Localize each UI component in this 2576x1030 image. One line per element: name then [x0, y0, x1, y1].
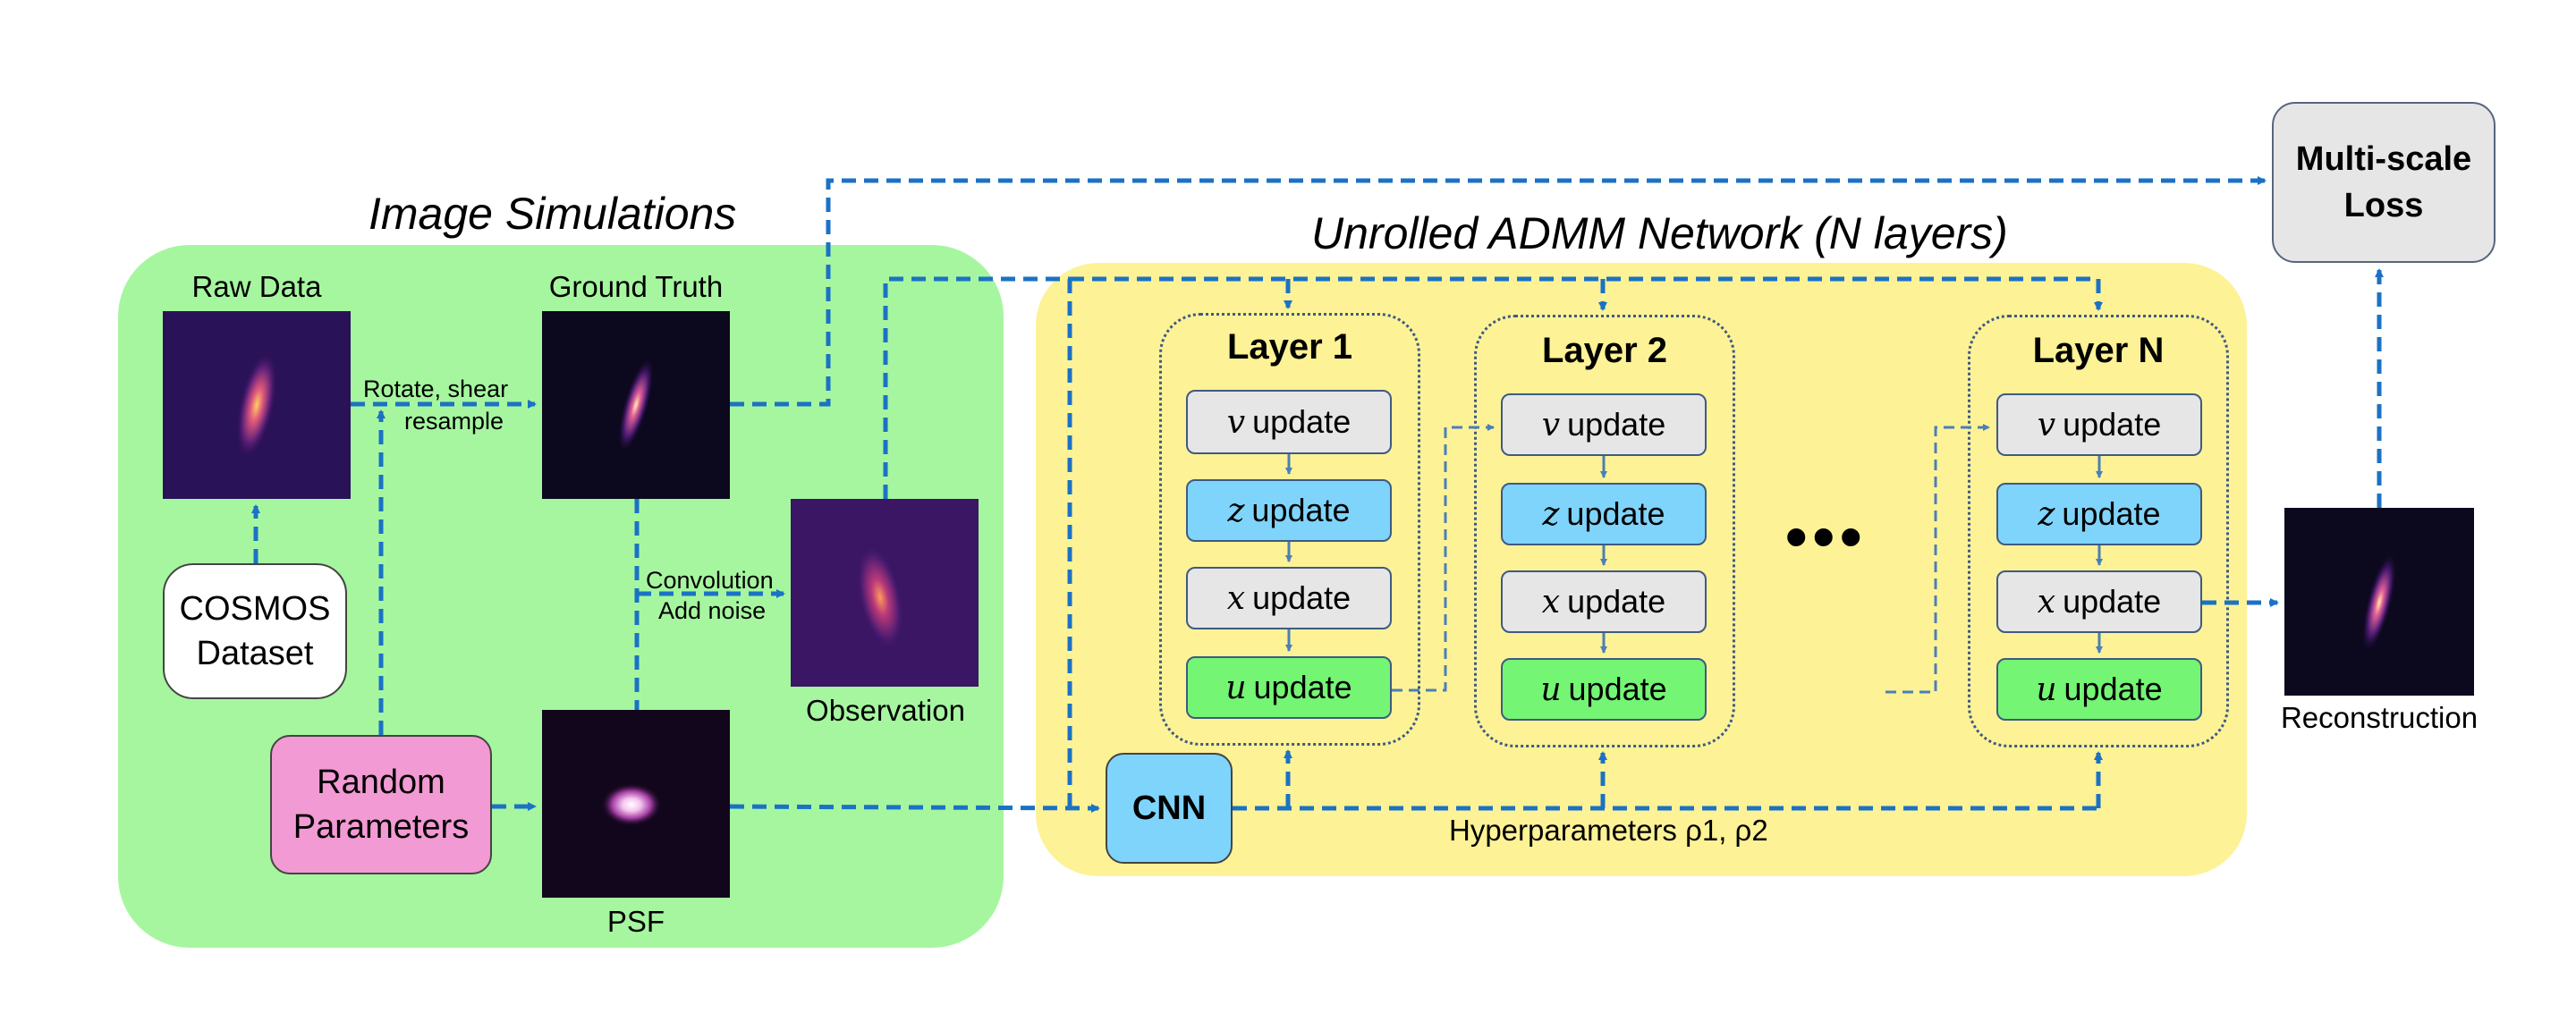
- arrow-psf-to-cnn: [729, 803, 1100, 813]
- layer-1-z-word: update: [1251, 492, 1351, 528]
- layers-ellipsis: •••: [1785, 502, 1868, 571]
- hyperparameters-label: Hyperparameters ρ1, ρ2: [1449, 814, 1768, 847]
- layer-2-u-word: update: [1568, 671, 1667, 707]
- add-noise-label: Add noise: [658, 597, 767, 624]
- layer-n-v-symbol: v: [2037, 406, 2056, 443]
- layer-n-frame: [1968, 315, 2229, 747]
- image-simulations-title: Image Simulations: [369, 189, 737, 239]
- layer-2-frame: [1474, 315, 1735, 747]
- layer-2-x-symbol: x: [1541, 583, 1561, 621]
- arrow-layer-1-to-layer-2: [1392, 424, 1495, 692]
- raw-data-image: [163, 311, 351, 499]
- ground-truth-label: Ground Truth: [548, 270, 724, 303]
- cosmos-line-2: Dataset: [196, 635, 314, 672]
- reconstruction-image: [2284, 508, 2474, 696]
- layer-2-v-word: update: [1567, 406, 1666, 443]
- layer-1-x-symbol: x: [1226, 579, 1246, 617]
- resample-label: resample: [404, 408, 504, 435]
- layer-1-v-symbol: v: [1226, 403, 1246, 441]
- layer-2-z-word: update: [1566, 495, 1665, 532]
- admm-network-title: Unrolled ADMM Network (N layers): [1311, 208, 2008, 258]
- cnn-box: CNN: [1106, 753, 1233, 864]
- cosmos-dataset-box: COSMOS Dataset: [163, 563, 347, 699]
- layer-2-title: Layer 2: [1541, 331, 1668, 370]
- layer-2-z-symbol: z: [1542, 495, 1560, 533]
- layer-n-x-word: update: [2063, 583, 2162, 620]
- loss-line-2: Loss: [2343, 187, 2424, 224]
- layer-2-u-symbol: u: [1540, 671, 1562, 708]
- layer-1-frame: [1159, 313, 1420, 746]
- layer-n-title: Layer N: [2032, 331, 2165, 370]
- layer-n-u-word: update: [2063, 671, 2163, 707]
- arrow-ellipsis-to-layer-n: [1885, 424, 1990, 694]
- cosmos-line-1: COSMOS: [179, 590, 331, 628]
- random-line-2: Parameters: [292, 808, 470, 846]
- rotate-shear-label: Rotate, shear: [363, 376, 509, 402]
- observation-label: Observation: [806, 694, 965, 727]
- arrow-observation-to-bus: [883, 276, 1070, 499]
- raw-data-label: Raw Data: [191, 270, 322, 303]
- layer-1-z-symbol: z: [1227, 492, 1245, 529]
- layer-n-v-word: update: [2063, 406, 2162, 443]
- arrow-truth-to-loss: [730, 176, 2267, 407]
- random-line-1: Random: [317, 764, 445, 801]
- ground-truth-image: [542, 311, 730, 499]
- layer-1-title: Layer 1: [1226, 327, 1353, 367]
- layer-1-v-word: update: [1252, 403, 1352, 440]
- psf-image: [542, 710, 730, 898]
- layer-2-x-word: update: [1567, 583, 1666, 620]
- layer-n-x-symbol: x: [2037, 583, 2056, 621]
- convolution-label: Convolution: [646, 567, 774, 594]
- layer-n-u-symbol: u: [2036, 671, 2057, 708]
- cnn-label: CNN: [1131, 789, 1207, 827]
- layer-1-u-word: update: [1253, 669, 1352, 705]
- layer-1-x-word: update: [1252, 579, 1352, 616]
- observation-image: [791, 499, 979, 687]
- loss-line-1: Multi-scale: [2295, 140, 2472, 178]
- layer-2-v-symbol: v: [1541, 406, 1561, 443]
- layer-1-u-symbol: u: [1225, 669, 1247, 706]
- layer-n-z-word: update: [2062, 495, 2161, 532]
- psf-label: PSF: [606, 905, 665, 938]
- reconstruction-label: Reconstruction: [2280, 701, 2479, 734]
- layer-n-z-symbol: z: [2038, 495, 2055, 533]
